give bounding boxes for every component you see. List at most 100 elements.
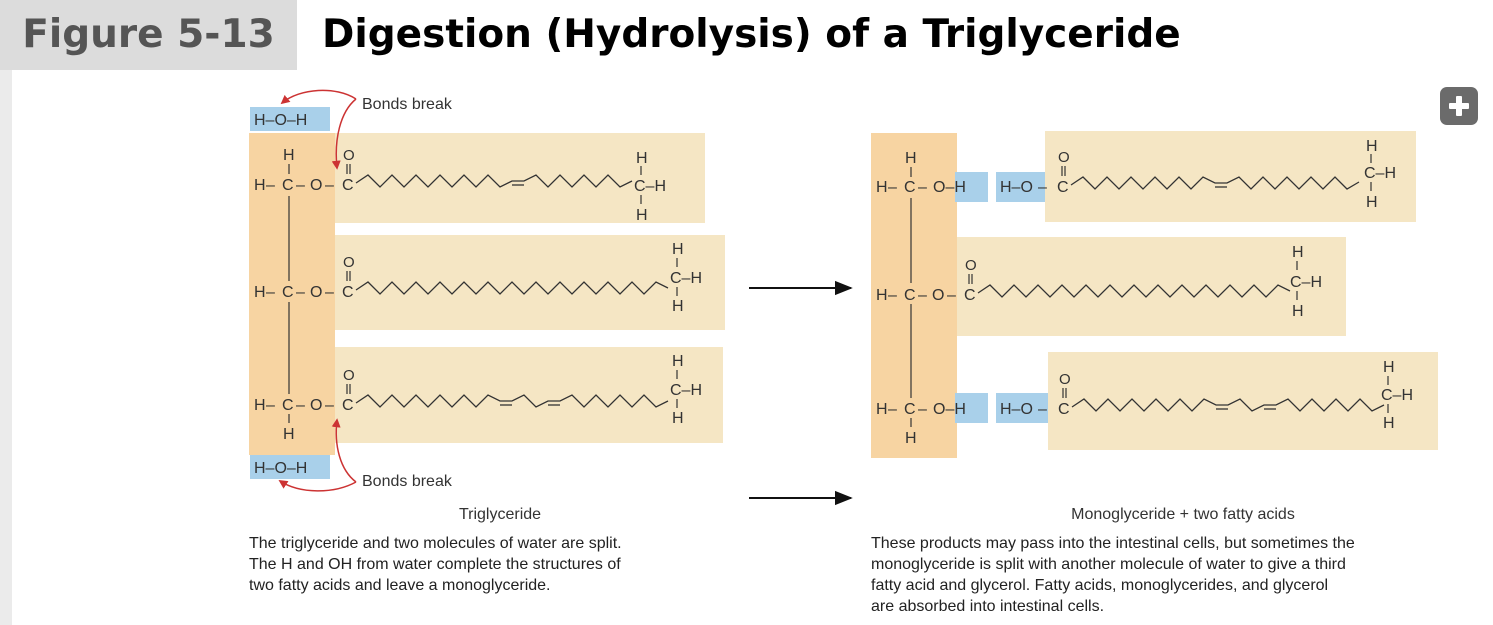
hydrogen-atom: H [1366,194,1378,211]
bonds-break-label: Bonds break [362,96,453,113]
hydrogen-atom: H [672,241,684,258]
hydrogen-atom: H [876,179,888,196]
red-curved-arrow-icon [331,418,357,483]
oxygen-atom: O [965,257,977,274]
triglyceride-caption: The triglyceride and two molecules of wa… [249,533,719,596]
carbon-atom: C [964,287,976,304]
carbon-atom: C [1058,401,1070,418]
methyl-group-label: C–H [1364,165,1396,182]
hydrogen-atom: H [672,298,684,315]
hydroxyl-group-label: H–O [1000,401,1033,418]
figure-number: Figure 5-13 [0,0,297,70]
carbon-atom: C [282,397,294,414]
fatty-acid-chain [977,284,1291,298]
water-molecule-box [250,107,330,131]
carbon-atom: C [282,177,294,194]
hydrogen-atom: H [876,401,888,418]
hydrogen-atom: H [1366,138,1378,155]
hydroxyl-group-label: O–H [933,401,966,418]
red-curved-arrow-icon [278,480,357,492]
fatty-acid-band [335,347,723,443]
triglyceride-structure: H–O–H H–O–H H H – C – O – O C H C–H H H … [249,89,725,492]
oxygen-atom: O [310,177,322,194]
left-gutter [0,70,12,625]
hydrogen-atom: H [672,353,684,370]
hydrogen-atom: H [636,150,648,167]
bond-dash: – [296,397,305,414]
caption-line: two fatty acids and leave a monoglycerid… [249,577,551,594]
glycerol-backbone-band [249,133,335,455]
carbon-atom: C [1057,179,1069,196]
water-molecule-box [250,455,330,479]
oxygen-atom: O [1058,149,1070,166]
caption-line: monoglyceride is split with another mole… [871,556,1346,573]
fatty-acid-band [1048,352,1438,450]
fatty-acid-band [335,235,725,330]
carbon-atom: C [342,177,354,194]
bond-dash: – [266,177,275,194]
fatty-acid-chain [1070,176,1360,190]
methyl-group-label: C–H [1290,274,1322,291]
caption-line: The triglyceride and two molecules of wa… [249,535,622,552]
caption-line: are absorbed into intestinal cells. [871,598,1105,615]
expand-plus-icon[interactable] [1440,87,1478,125]
products-caption: These products may pass into the intesti… [871,533,1471,617]
oxygen-atom: O [310,284,322,301]
water-molecule-label: H–O–H [254,112,307,129]
carbon-atom: C [904,287,916,304]
bond-dash: – [325,177,334,194]
hydrogen-atom: H [636,207,648,224]
hydrogen-atom: H [905,430,917,447]
hydrogen-atom: H [283,426,295,443]
bond-dash: – [888,401,897,418]
water-molecule-label: H–O–H [254,460,307,477]
methyl-group-label: C–H [670,270,702,287]
fatty-acid-chain [355,174,633,188]
carbon-atom: C [904,179,916,196]
caption-line: The H and OH from water complete the str… [249,556,621,573]
carbon-atom: C [342,397,354,414]
bond-dash: – [296,177,305,194]
products-structure: H H – C – O–H H–O – O C H C–H H H – C – … [871,131,1438,458]
fatty-acid-chain [1071,398,1385,412]
methyl-group-label: C–H [1381,387,1413,404]
hydrogen-atom: H [1292,244,1304,261]
caption-line: These products may pass into the intesti… [871,535,1355,552]
glycerol-backbone-band [871,133,957,458]
hydrogen-atom: H [905,150,917,167]
water-oh-box [996,172,1045,202]
hydrogen-atom: H [1292,303,1304,320]
fatty-acid-band [335,133,705,223]
hydrogen-atom: H [876,287,888,304]
bond-dash: – [888,287,897,304]
hydrogen-atom: H [254,397,266,414]
bond-dash: – [918,401,927,418]
red-curved-arrow-icon [280,89,357,105]
bond-dash: – [918,179,927,196]
bond-dash: – [888,179,897,196]
bond-dash: – [296,284,305,301]
fatty-acid-chain [355,281,669,295]
bond-dash: – [325,284,334,301]
caption-line: fatty acid and glycerol. Fatty acids, mo… [871,577,1329,594]
bond-dash: – [266,284,275,301]
bond-dash: – [918,287,927,304]
hydrogen-atom: H [672,410,684,427]
triglyceride-label: Triglyceride [459,506,541,523]
hydroxyl-group-label: O–H [933,179,966,196]
red-curved-arrow-icon [331,98,357,170]
bond-dash: – [1038,401,1047,418]
hydrogen-atom: H [1383,415,1395,432]
bond-dash: – [1038,179,1047,196]
carbon-atom: C [282,284,294,301]
figure-title: Digestion (Hydrolysis) of a Triglyceride [322,12,1181,57]
oxygen-atom: O [343,367,355,384]
water-oh-box [996,393,1048,423]
bonds-break-label: Bonds break [362,473,453,490]
products-label: Monoglyceride + two fatty acids [1071,506,1295,523]
bond-dash: – [325,397,334,414]
hydrogen-atom: H [1383,359,1395,376]
oxygen-atom: O [310,397,322,414]
fatty-acid-band [1045,131,1416,222]
